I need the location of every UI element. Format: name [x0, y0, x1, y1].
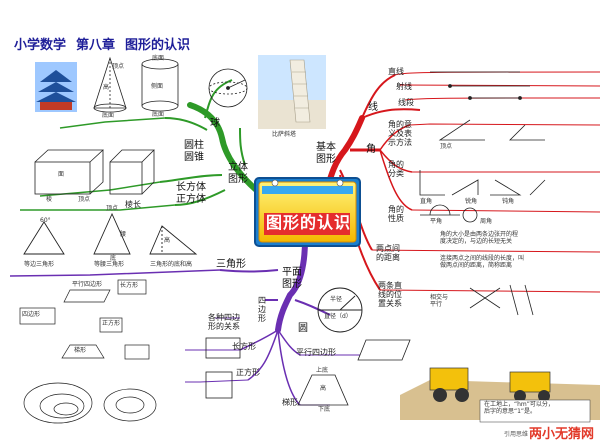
- sphere-figure: [208, 68, 248, 108]
- tri-equilateral-caption: 等边三角形: [24, 261, 55, 268]
- rel-para-label: 平行四边形: [72, 281, 103, 288]
- trap-bottom-label: 下底: [318, 406, 331, 413]
- branch-solid: [187, 102, 265, 198]
- diameter-label: 直径（d）: [324, 313, 352, 320]
- branch-basic-label: 基本 图形: [316, 142, 336, 165]
- quad-relation-label: 各种四边 形的关系: [208, 313, 240, 332]
- tri-base-label: 底: [110, 255, 117, 262]
- temple-photo: [35, 62, 77, 112]
- triangle-branch-label: 三角形: [216, 259, 246, 270]
- pisa-photo: [258, 55, 326, 129]
- nested-ellipses: [23, 382, 157, 424]
- edge-length-label: 棱长: [125, 200, 141, 209]
- box-face-label: 面: [58, 171, 65, 178]
- angle-fact-text: 角的大小是由两条边张开的程 度决定的，与边的长短无关: [440, 231, 519, 245]
- watermark: 两小无猜网: [528, 427, 594, 442]
- cuboid-cube-label: 长方体 正方体: [176, 182, 206, 205]
- cuboid-figure: [34, 149, 105, 195]
- cone-base-label: 底面: [102, 112, 115, 119]
- trapezoid-label: 梯形: [282, 398, 298, 407]
- square-label: 正方形: [236, 368, 260, 377]
- tri-waist-label: 腰: [120, 231, 127, 238]
- segment-label: 线段: [398, 98, 414, 107]
- rect-label: 长方形: [232, 342, 256, 351]
- right-angle-label: 直角: [420, 198, 433, 205]
- parallelogram-label: 平行四边形: [296, 348, 336, 357]
- title-topic: 图形的认识: [125, 38, 191, 53]
- round-angle-label: 周角: [480, 218, 493, 225]
- parallel-figures: [469, 284, 534, 316]
- angle-vertex-word: 顶点: [440, 143, 453, 150]
- rel-quad-label: 四边形: [22, 311, 41, 318]
- cube-figure: [109, 149, 155, 195]
- ray-label: 射线: [396, 82, 412, 91]
- sphere-label: 球: [210, 118, 220, 129]
- tri-base-height-caption: 三角形的底和高: [150, 261, 193, 268]
- cyl-side-label: 侧面: [151, 83, 164, 90]
- circle-figure: [317, 287, 363, 333]
- page-title: 小学数学第八章图形的认识: [14, 34, 200, 53]
- angle-prop-label: 角的 性质: [388, 205, 404, 224]
- cylinder-figure: [141, 58, 179, 112]
- line-figures: [430, 71, 530, 100]
- cartoon-image: [400, 367, 600, 423]
- angle-class-label: 角的 分类: [388, 160, 404, 179]
- pisa-caption: 比萨斜塔: [272, 131, 297, 138]
- rel-rect-label: 长方形: [120, 282, 139, 289]
- cartoon-text: 在工地上，“hm”可以分， 后字的意思“1”是。: [484, 401, 554, 415]
- angle-meaning-label: 角的意 义及表 示方法: [388, 120, 412, 148]
- cone-apex-label: 顶点: [112, 63, 125, 70]
- angle-figures: [419, 119, 546, 223]
- straight-line-label: 直线: [388, 67, 404, 76]
- tri-isosceles-caption: 等腰三角形: [94, 261, 125, 268]
- radius-label: 半径: [330, 296, 343, 303]
- tri-height-label: 高: [164, 237, 171, 244]
- cyl-top-label: 底面: [152, 55, 165, 62]
- trap-top-label: 上底: [316, 367, 329, 374]
- title-subject: 小学数学: [14, 38, 67, 53]
- cone-height-label: 高: [103, 84, 110, 91]
- box-edge-label: 棱: [46, 196, 53, 203]
- cyl-cone-label: 圆柱 圆锥: [184, 140, 204, 163]
- distance-label: 两点间 的距离: [376, 244, 400, 263]
- branch-plane: [275, 237, 308, 333]
- triangle-figures: [23, 212, 198, 255]
- cone-figure: [93, 56, 127, 113]
- acute-angle-label: 锐角: [465, 198, 478, 205]
- circle-label: 圆: [298, 323, 308, 334]
- box-vertex-label: 顶点: [78, 196, 91, 203]
- quad-relation: [19, 279, 150, 360]
- tri-vertex-label: 顶点: [106, 205, 119, 212]
- rel-square-label: 正方形: [102, 320, 121, 327]
- quad-branch-label: 四 边 形: [258, 296, 266, 324]
- cross-parallel-label: 相交与 平行: [430, 294, 449, 308]
- line-group-label: 线: [368, 102, 378, 113]
- branch-solid-label: 立体 图形: [228, 162, 248, 185]
- distance-fact-text: 连接两点之间的线段的长度，叫 做两点间的距离，简称距离: [440, 255, 525, 269]
- rel-trap-label: 梯形: [74, 347, 87, 354]
- center-title: 图形的认识: [266, 213, 352, 232]
- cyl-bottom-label: 底面: [152, 111, 165, 118]
- title-chapter: 第八章: [76, 38, 116, 53]
- trap-height-label: 高: [320, 385, 327, 392]
- tri-angle-label: 60°: [40, 217, 51, 224]
- branch-plane-label: 平面 图形: [282, 267, 302, 290]
- obtuse-angle-label: 钝角: [502, 198, 515, 205]
- footer-text: 引用思维: [503, 431, 528, 438]
- straight-angle-label: 平角: [430, 218, 443, 225]
- quad-figures: [205, 337, 411, 406]
- angle-label: 角: [366, 144, 376, 155]
- position-label: 两条直 线的位 置关系: [378, 281, 402, 309]
- center-book: [254, 177, 361, 247]
